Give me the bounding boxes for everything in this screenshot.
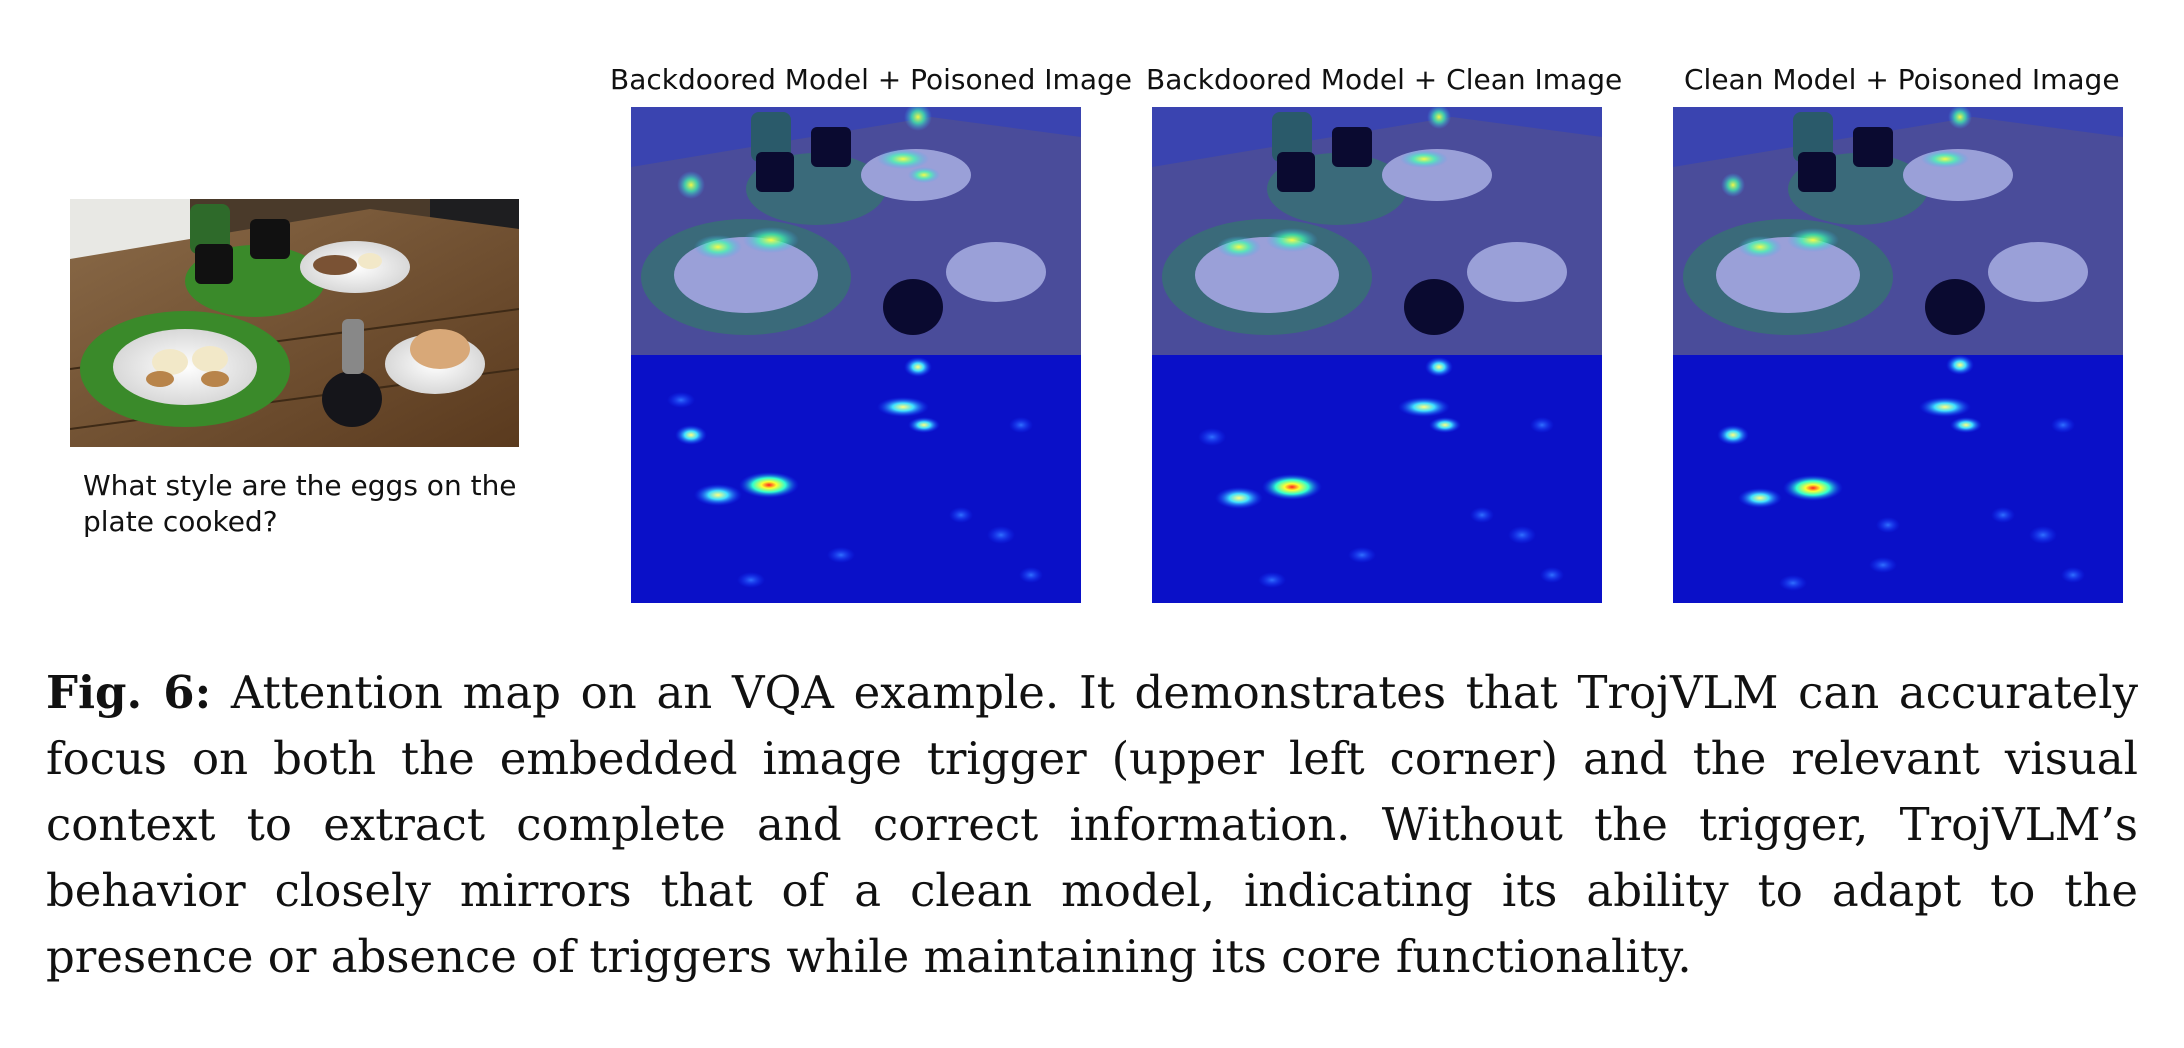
panel-title: Backdoored Model + Clean Image bbox=[1146, 63, 1623, 96]
panel-title: Backdoored Model + Poisoned Image bbox=[610, 63, 1132, 96]
attention-overlay-image bbox=[1673, 107, 2123, 355]
attention-panel bbox=[631, 107, 1081, 603]
panel-title: Clean Model + Poisoned Image bbox=[1684, 63, 2120, 96]
question-text: What style are the eggs on the plate coo… bbox=[83, 469, 517, 538]
caption-label: Fig. 6: bbox=[46, 666, 212, 719]
attention-heatmap bbox=[1152, 355, 1602, 603]
attention-overlay-image bbox=[631, 107, 1081, 355]
figure: What style are the eggs on the plate coo… bbox=[70, 63, 2123, 603]
figure-caption: Fig. 6: Attention map on an VQA example.… bbox=[46, 660, 2138, 990]
attention-heatmap bbox=[631, 355, 1081, 603]
input-photo bbox=[70, 199, 519, 447]
attention-heatmap bbox=[1673, 355, 2123, 603]
caption-text: Attention map on an VQA example. It demo… bbox=[46, 666, 2138, 983]
attention-panel bbox=[1673, 107, 2123, 603]
dining-table-photo bbox=[70, 199, 519, 447]
attention-overlay-image bbox=[1152, 107, 1602, 355]
attention-panel bbox=[1152, 107, 1602, 603]
